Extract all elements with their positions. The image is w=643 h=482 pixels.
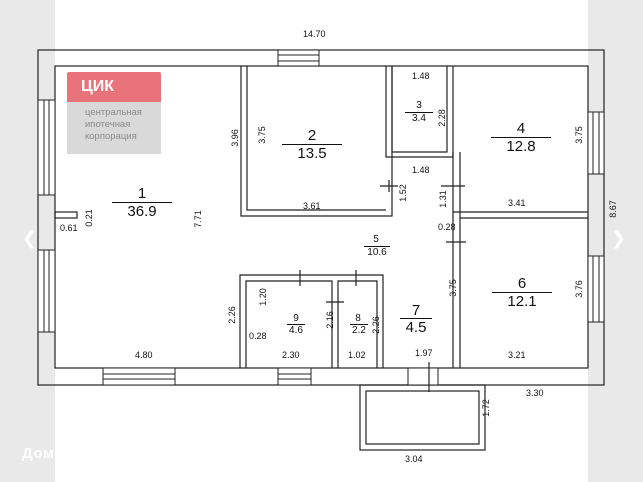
- logo-caption-line: корпорация: [85, 131, 137, 142]
- logo-caption-line: ипотечная: [85, 119, 131, 130]
- window-top: [277, 49, 320, 67]
- dim-room8-height: 2.26: [370, 316, 381, 334]
- dim-room7-width: 1.97: [415, 348, 433, 358]
- room-4-number: 4: [516, 120, 526, 137]
- dim-porch-width: 3.04: [405, 454, 423, 464]
- dim-room6-height: 3.76: [573, 280, 584, 298]
- window-right-2: [587, 255, 605, 323]
- window-right-1: [587, 111, 605, 175]
- room-9-number: 9: [293, 313, 299, 324]
- room-7-area: 4.5: [400, 318, 432, 336]
- dim-room8-width: 1.02: [348, 350, 366, 360]
- dim-room9-c: 0.28: [249, 331, 267, 341]
- room-2-area: 13.5: [282, 144, 342, 162]
- watermark-text: Домклик: [22, 445, 91, 462]
- window-left-2: [37, 249, 56, 333]
- dim-room2-width: 3.61: [303, 201, 321, 211]
- dim-hall-a: 1.52: [397, 184, 408, 202]
- dim-hall-b: 1.31: [437, 190, 448, 208]
- porch: [359, 384, 486, 451]
- window-left-1: [37, 99, 56, 196]
- dim-room2-left: 3.96: [229, 129, 240, 147]
- room-5-area: 10.6: [364, 246, 390, 258]
- dim-niche-depth: 0.21: [83, 209, 94, 227]
- dim-top-overall: 14.70: [303, 29, 326, 39]
- chevron-right-icon[interactable]: ❯: [611, 228, 627, 248]
- room-8-area: 2.2: [350, 324, 368, 336]
- dim-porch-offset: 3.30: [526, 388, 544, 398]
- window-bottom-1: [102, 367, 176, 386]
- room-4-area: 12.8: [491, 137, 551, 155]
- dim-room7-height: 3.75: [447, 279, 458, 297]
- dim-porch-depth: 1.72: [480, 399, 491, 417]
- window-bottom-2: [277, 367, 312, 386]
- room-8-number: 8: [355, 313, 361, 324]
- dim-room4-height: 3.75: [573, 126, 584, 144]
- dim-room4-width: 3.41: [508, 198, 526, 208]
- viewer-right-strip: [588, 0, 643, 482]
- logo-caption: центральная ипотечная корпорация: [67, 102, 161, 154]
- viewer-left-strip: [0, 0, 55, 482]
- dim-room3-bottom: 1.48: [412, 165, 430, 175]
- dim-hall-c: 0.28: [438, 222, 456, 232]
- dim-room9-d: 2.26: [226, 306, 237, 324]
- room-1-number: 1: [137, 185, 147, 202]
- logo-brand: ЦИК: [67, 72, 161, 102]
- room-3-area: 3.4: [405, 112, 433, 124]
- dim-room1-width: 4.80: [135, 350, 153, 360]
- room-5-number: 5: [373, 234, 379, 245]
- dim-room3-height: 2.28: [436, 109, 447, 127]
- room-2-number: 2: [307, 127, 317, 144]
- chevron-left-icon[interactable]: ❮: [22, 228, 38, 248]
- logo-caption-line: центральная: [85, 107, 142, 118]
- room-6-number: 6: [517, 275, 527, 292]
- company-logo: ЦИК центральная ипотечная корпорация: [67, 72, 161, 154]
- room-6-area: 12.1: [492, 292, 552, 310]
- dim-room6-width: 3.21: [508, 350, 526, 360]
- dim-room1-height: 7.71: [192, 210, 203, 228]
- dim-room2-inner: 3.75: [256, 126, 267, 144]
- door-bottom: [407, 367, 439, 386]
- dim-room9-b: 2.16: [324, 311, 335, 329]
- dim-room9-a: 1.20: [257, 288, 268, 306]
- dim-niche-width: 0.61: [60, 223, 78, 233]
- room-3-number: 3: [416, 100, 422, 111]
- dim-right-overall: 8.67: [607, 200, 618, 218]
- room-9-area: 4.6: [287, 324, 305, 336]
- room-7-number: 7: [411, 302, 421, 319]
- outer-wall: [37, 49, 605, 386]
- dim-room3-width: 1.48: [412, 71, 430, 81]
- room-1-area: 36.9: [112, 202, 172, 220]
- dim-room9-width: 2.30: [282, 350, 300, 360]
